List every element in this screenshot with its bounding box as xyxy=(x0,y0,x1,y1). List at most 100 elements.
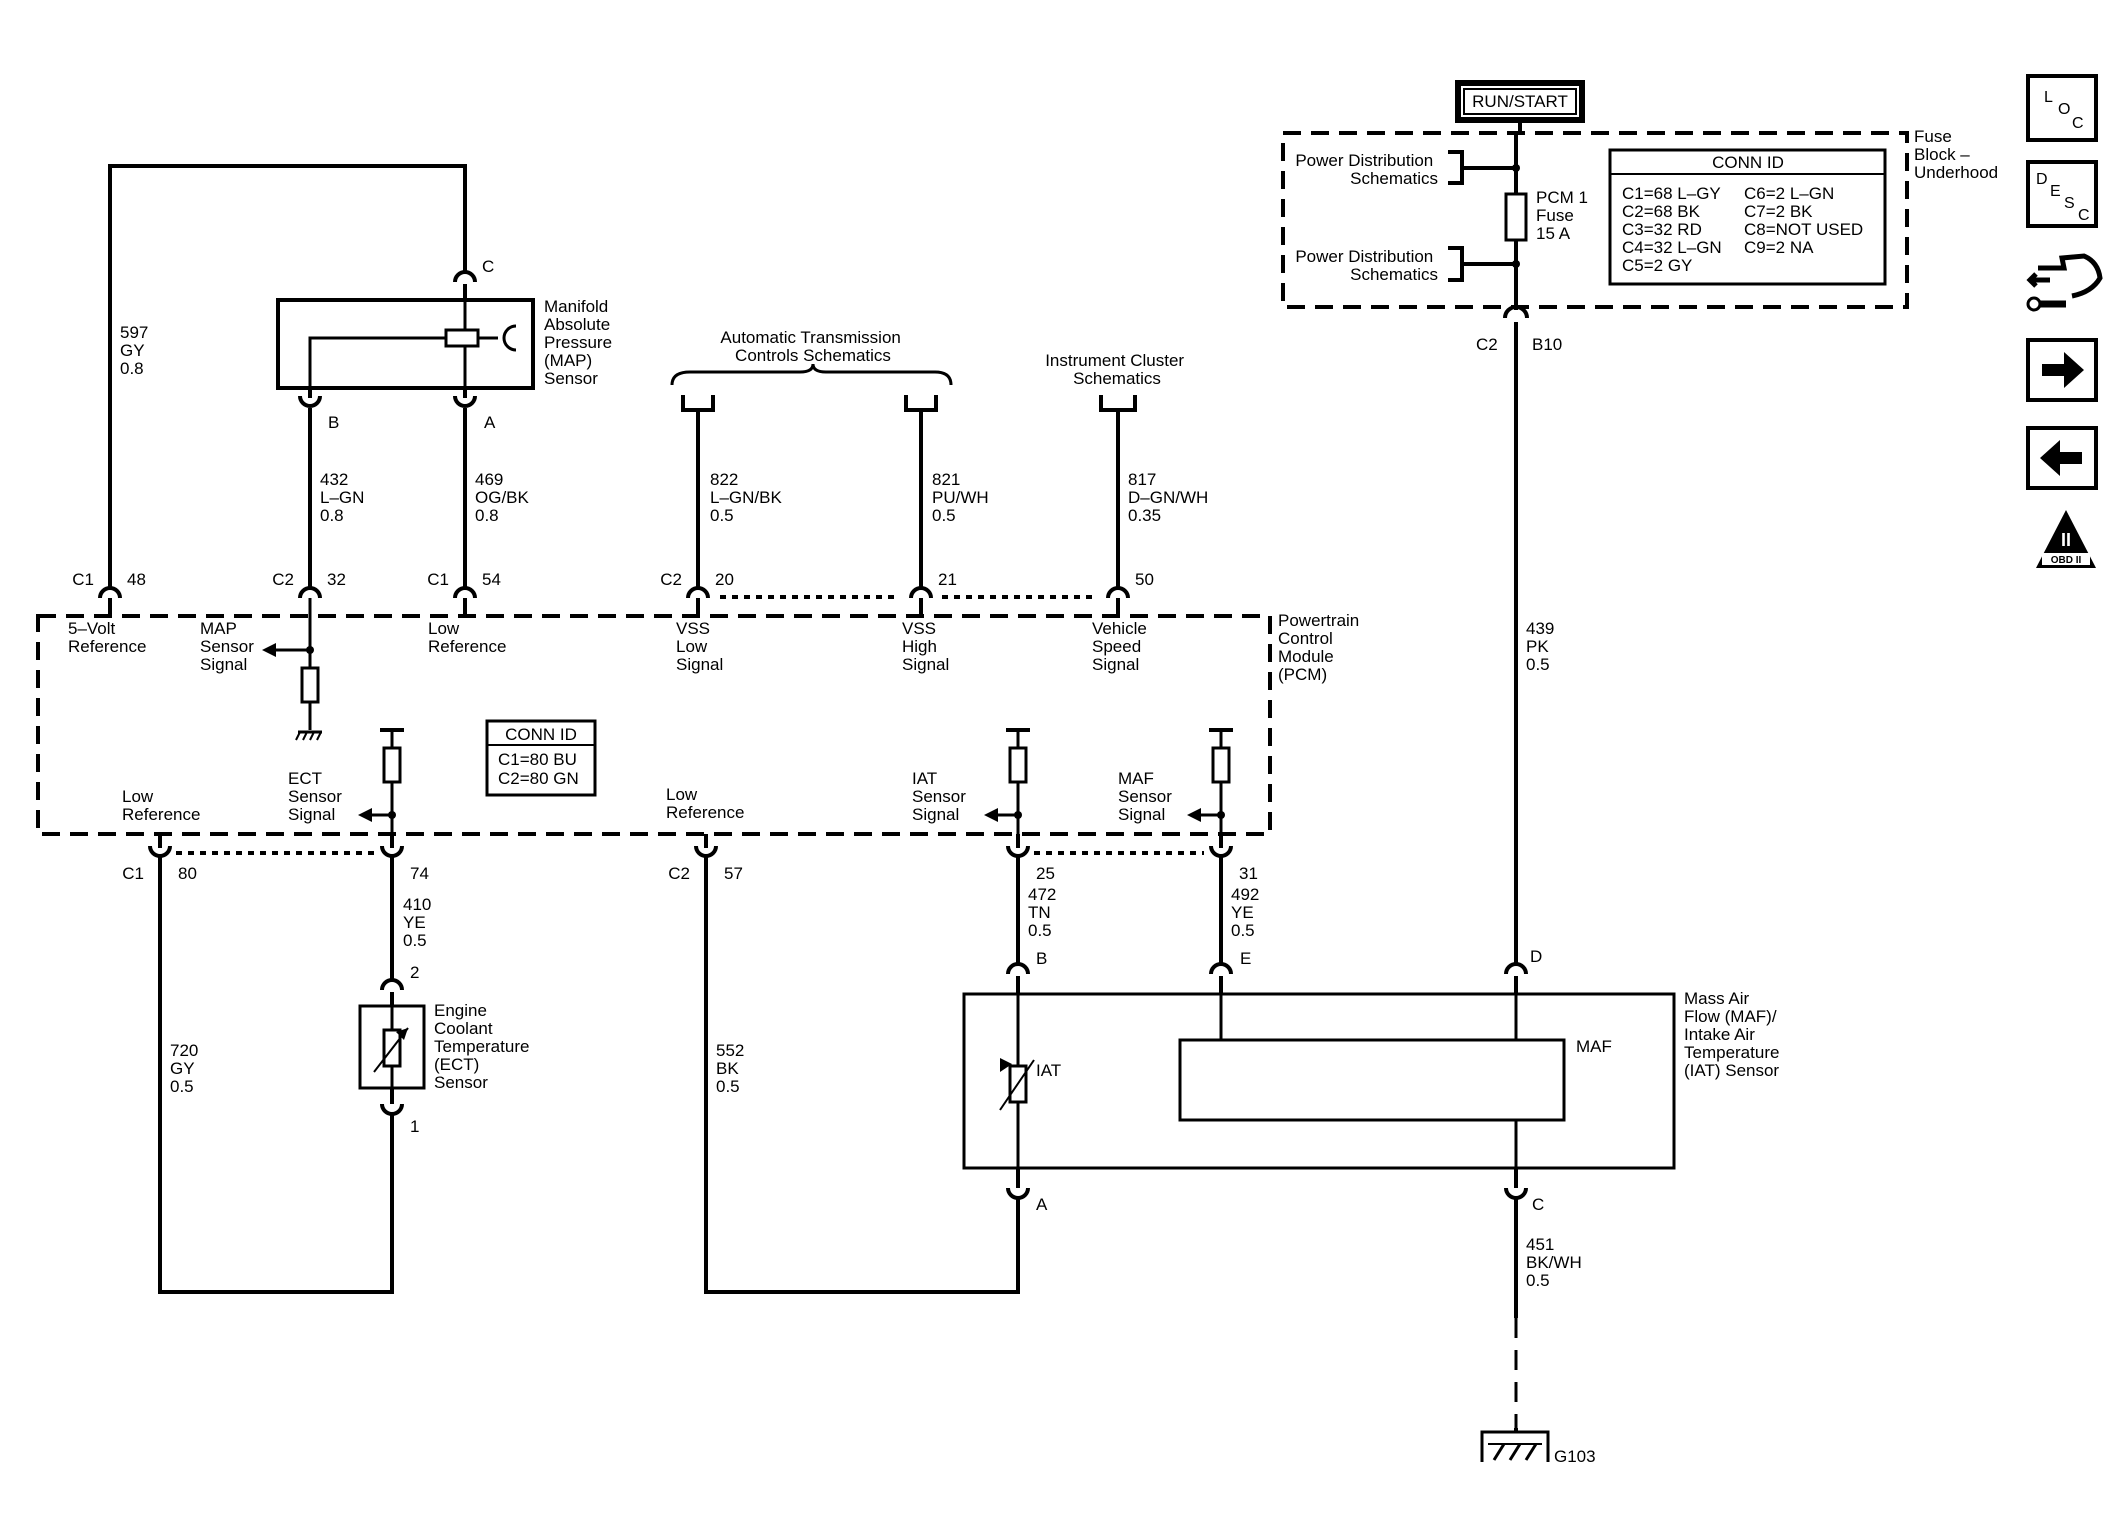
fuse-conn-entry: C3=32 RD xyxy=(1622,220,1702,239)
pcm-top-pin-label: 50 xyxy=(1135,570,1154,589)
pcm-bottom-conn-label: C1 xyxy=(122,864,144,883)
atc-schematics-ref[interactable]: Automatic Transmission Controls Schemati… xyxy=(670,328,953,588)
sig-low-ref-1: Low Reference xyxy=(122,787,200,824)
maf-element xyxy=(1178,1038,1566,1122)
fuse-out-pin: B10 xyxy=(1532,335,1562,354)
sig-5v-ref: 5–Volt Reference xyxy=(68,619,146,656)
fuse-out-conn: C2 xyxy=(1476,335,1498,354)
maf-label: MAF xyxy=(1576,1037,1612,1056)
map-pin-c-label: C xyxy=(482,257,494,276)
sig-vehicle-speed: Vehicle Speed Signal xyxy=(1092,619,1152,674)
loc-letter-l: L xyxy=(2044,89,2053,106)
sig-map: MAP Sensor Signal xyxy=(200,619,259,674)
map-pin-b xyxy=(298,395,322,408)
fuse-block-underhood: Fuse Block – Underhood Power Distributio… xyxy=(1281,127,1998,354)
fuse-conn-entry: C8=NOT USED xyxy=(1744,220,1863,239)
iat-label: IAT xyxy=(1036,1061,1061,1080)
ect-pin-1: 1 xyxy=(410,1117,419,1136)
wire-821-label: 821 PU/WH 0.5 xyxy=(932,470,993,525)
wire-822-label: 822 L–GN/BK 0.5 xyxy=(710,470,787,525)
sig-ect: ECT Sensor Signal xyxy=(288,769,347,824)
ground-label: G103 xyxy=(1554,1447,1596,1466)
sig-low-ref-2: Low Reference xyxy=(666,785,744,822)
fuse-conn-id-table xyxy=(1608,148,1887,286)
pcm-top-conn-label: C1 xyxy=(72,570,94,589)
ic-ref-label: Instrument Cluster Schematics xyxy=(1045,351,1189,388)
wire-451-label: 451 BK/WH 0.5 xyxy=(1526,1235,1586,1290)
atc-ref-label: Automatic Transmission Controls Schemati… xyxy=(720,328,905,365)
map-pin-c xyxy=(453,270,477,283)
wire-817-label: 817 D–GN/WH 0.35 xyxy=(1128,470,1213,525)
pcm-bottom-pin-label: 74 xyxy=(410,864,429,883)
wire-552-label: 552 BK 0.5 xyxy=(716,1041,749,1096)
desc-letter-s: S xyxy=(2064,195,2075,212)
maf-pin-b: B xyxy=(1036,949,1047,968)
wire-597 xyxy=(108,164,467,432)
pcm-bottom-pin-label: 80 xyxy=(178,864,197,883)
description-button[interactable]: D E S C xyxy=(2026,160,2098,228)
fuse-conn-id-title: CONN ID xyxy=(1712,153,1784,172)
fuse-conn-entry: C2=68 BK xyxy=(1622,202,1701,221)
maf-pin-c: C xyxy=(1532,1195,1544,1214)
ic-schematics-ref[interactable]: Instrument Cluster Schematics xyxy=(1045,351,1189,588)
pcm-conn-lines: C1=80 BU C2=80 GN xyxy=(498,750,582,788)
fuse-conn-entry: C4=32 L–GN xyxy=(1622,238,1722,257)
pd-ref-2: Power Distribution Schematics xyxy=(1295,247,1438,284)
wire-410-label: 410 YE 0.5 xyxy=(403,895,436,950)
maf-pin-e: E xyxy=(1240,949,1251,968)
pcm-top-conn-label: C2 xyxy=(272,570,294,589)
desc-letter-e: E xyxy=(2050,183,2061,200)
pd-ref-1: Power Distribution Schematics xyxy=(1295,151,1438,188)
pcm-top-pin-label: 54 xyxy=(482,570,501,589)
wire-469-label: 469 OG/BK 0.8 xyxy=(475,470,534,525)
previous-button[interactable] xyxy=(2026,426,2098,490)
arrow-left-icon xyxy=(2040,440,2082,476)
pcm-top-conn-label: C1 xyxy=(427,570,449,589)
pcm-bottom-pin-label: 57 xyxy=(724,864,743,883)
obd-ii-button[interactable]: II OBD II xyxy=(2036,510,2096,568)
pcm-1-fuse xyxy=(1504,192,1528,242)
location-button[interactable]: L O C xyxy=(2026,74,2098,142)
sig-iat: IAT Sensor Signal xyxy=(912,769,971,824)
wire-597-label: 597 GY 0.8 xyxy=(120,323,153,378)
fuse-conn-entry: C7=2 BK xyxy=(1744,202,1813,221)
map-sensor-box xyxy=(276,298,535,390)
maf-pin-d: D xyxy=(1530,947,1542,966)
pcm-top-pin-label: 20 xyxy=(715,570,734,589)
maf-sensor-label: Mass Air Flow (MAF)/ Intake Air Temperat… xyxy=(1684,989,1784,1080)
ect-pin-2: 2 xyxy=(410,963,419,982)
connector-c2-b10 xyxy=(1503,305,1529,319)
sig-vss-high: VSS High Signal xyxy=(902,619,949,674)
maf-pin-a: A xyxy=(1036,1195,1048,1214)
pcm-bottom-pin-label: 31 xyxy=(1239,864,1258,883)
sig-maf: MAF Sensor Signal xyxy=(1118,769,1177,824)
run-start-supply: RUN/START xyxy=(1455,80,1585,134)
wire-720-label: 720 GY 0.5 xyxy=(170,1041,203,1096)
pcm-label: Powertrain Control Module (PCM) xyxy=(1278,611,1364,684)
wire-432-label: 432 L–GN 0.8 xyxy=(320,470,369,525)
pcm-top-conn-label: C2 xyxy=(660,570,682,589)
ect-sensor-label: Engine Coolant Temperature (ECT) Sensor xyxy=(434,1001,534,1092)
fuse-conn-entry: C5=2 GY xyxy=(1622,256,1692,275)
obd-text: OBD II xyxy=(2051,555,2082,566)
wire-439-label: 439 PK 0.5 xyxy=(1526,619,1559,674)
pcm-top-pin-label: 48 xyxy=(127,570,146,589)
wire-472-label: 472 TN 0.5 xyxy=(1028,885,1061,940)
loc-letter-o: O xyxy=(2058,101,2070,118)
desc-letter-d: D xyxy=(2036,171,2048,188)
wire-720 xyxy=(158,856,394,1294)
obd-roman: II xyxy=(2061,530,2071,550)
map-pin-a xyxy=(453,395,477,408)
hand-wrench-icon xyxy=(2026,253,2103,312)
ground-g103: G103 xyxy=(1480,1428,1596,1466)
pcm-bottom-conn-label: C2 xyxy=(668,864,690,883)
pcm-conn-id-table xyxy=(485,719,597,797)
desc-letter-c: C xyxy=(2078,207,2090,224)
ect-sensor: 2 Engine Coolant Temperature (ECT) Senso… xyxy=(158,856,534,1294)
next-button[interactable] xyxy=(2026,338,2098,402)
repair-procedures-button[interactable] xyxy=(2026,253,2103,312)
